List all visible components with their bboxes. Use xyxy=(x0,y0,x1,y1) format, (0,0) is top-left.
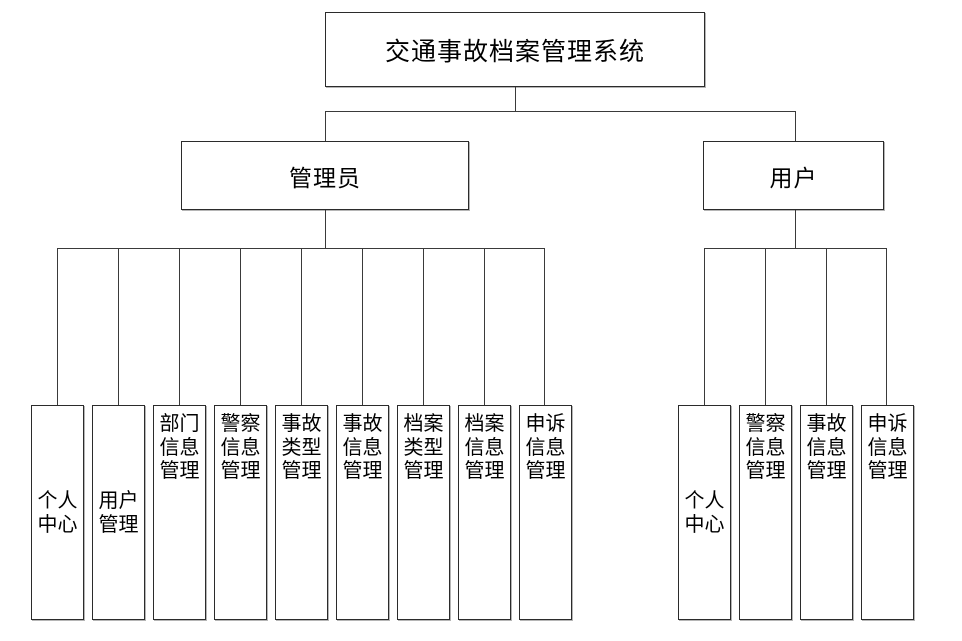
connector-user-bus xyxy=(704,248,887,249)
node-leaf-admin-7-label: 档案类型管理 xyxy=(403,411,444,483)
node-leaf-user-1[interactable]: 个人中心 xyxy=(678,405,731,620)
node-leaf-admin-4-label: 警察信息管理 xyxy=(220,411,261,483)
node-leaf-user-4[interactable]: 申诉信息管理 xyxy=(861,405,914,620)
node-leaf-admin-1[interactable]: 个人中心 xyxy=(31,405,84,620)
connector-admin-drop-3 xyxy=(179,248,180,405)
connector-user-drop-4 xyxy=(886,248,887,405)
connector-admin-drop-4 xyxy=(240,248,241,405)
node-leaf-admin-8[interactable]: 档案信息管理 xyxy=(458,405,511,620)
connector-root-bus xyxy=(325,111,796,112)
connector-admin-drop-1 xyxy=(57,248,58,405)
connector-admin-drop-7 xyxy=(423,248,424,405)
node-root-system[interactable]: 交通事故档案管理系统 xyxy=(325,12,705,87)
node-branch-admin[interactable]: 管理员 xyxy=(181,141,469,210)
node-leaf-admin-2-label: 用户管理 xyxy=(98,487,139,536)
node-leaf-admin-1-label: 个人中心 xyxy=(37,487,78,536)
node-leaf-user-4-label: 申诉信息管理 xyxy=(867,411,908,483)
connector-user-drop-1 xyxy=(704,248,705,405)
node-leaf-user-2-label: 警察信息管理 xyxy=(745,411,786,483)
node-branch-user-label: 用户 xyxy=(769,165,818,192)
connector-admin-drop-5 xyxy=(301,248,302,405)
connector-user-stem xyxy=(795,210,796,248)
connector-admin-stem xyxy=(325,210,326,248)
connector-root-stem xyxy=(515,87,516,111)
connector-root-to-admin xyxy=(325,111,326,141)
node-leaf-admin-6-label: 事故信息管理 xyxy=(342,411,383,483)
node-leaf-user-2[interactable]: 警察信息管理 xyxy=(739,405,792,620)
node-leaf-admin-7[interactable]: 档案类型管理 xyxy=(397,405,450,620)
node-leaf-admin-9-label: 申诉信息管理 xyxy=(525,411,566,483)
node-leaf-admin-2[interactable]: 用户管理 xyxy=(92,405,145,620)
connector-admin-bus xyxy=(57,248,544,249)
node-leaf-admin-6[interactable]: 事故信息管理 xyxy=(336,405,389,620)
node-leaf-user-3[interactable]: 事故信息管理 xyxy=(800,405,853,620)
connector-admin-drop-2 xyxy=(118,248,119,405)
connector-root-to-user xyxy=(795,111,796,141)
node-leaf-admin-9[interactable]: 申诉信息管理 xyxy=(519,405,572,620)
node-leaf-user-3-label: 事故信息管理 xyxy=(806,411,847,483)
node-branch-admin-label: 管理员 xyxy=(289,165,361,192)
node-root-label: 交通事故档案管理系统 xyxy=(384,36,645,66)
node-leaf-admin-5[interactable]: 事故类型管理 xyxy=(275,405,328,620)
node-leaf-user-1-label: 个人中心 xyxy=(684,487,725,536)
connector-user-drop-2 xyxy=(765,248,766,405)
node-leaf-admin-3[interactable]: 部门信息管理 xyxy=(153,405,206,620)
connector-admin-drop-6 xyxy=(362,248,363,405)
connector-admin-drop-8 xyxy=(484,248,485,405)
node-leaf-admin-4[interactable]: 警察信息管理 xyxy=(214,405,267,620)
connector-admin-drop-9 xyxy=(544,248,545,405)
node-leaf-admin-8-label: 档案信息管理 xyxy=(464,411,505,483)
connector-user-drop-3 xyxy=(826,248,827,405)
node-leaf-admin-5-label: 事故类型管理 xyxy=(281,411,322,483)
node-branch-user[interactable]: 用户 xyxy=(703,141,884,210)
node-leaf-admin-3-label: 部门信息管理 xyxy=(159,411,200,483)
